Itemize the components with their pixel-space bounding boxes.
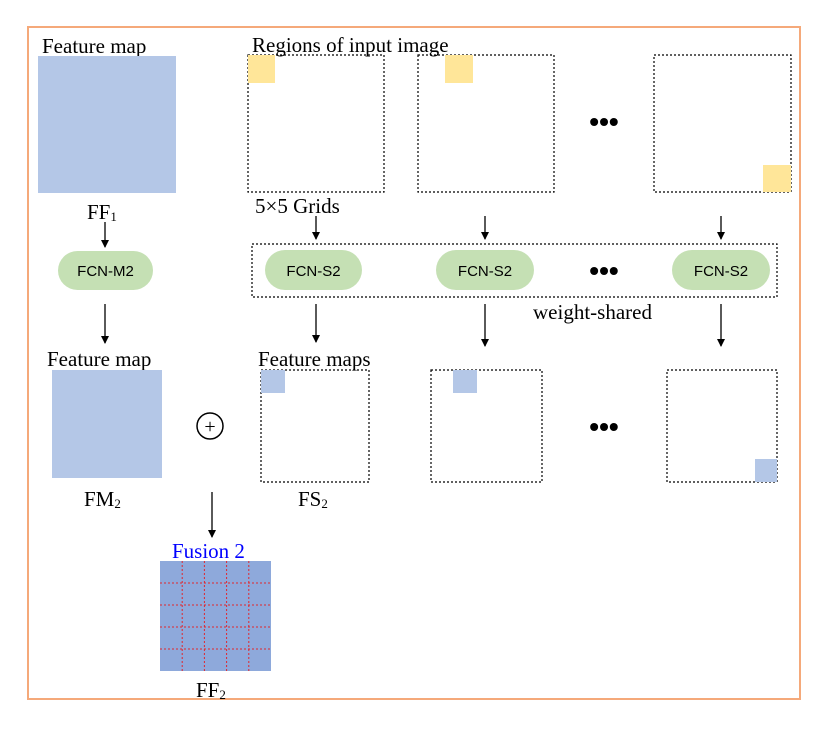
grids-label: 5×5 Grids [255, 194, 340, 218]
region-patch-3 [763, 165, 791, 192]
fs-patch-1 [261, 370, 285, 393]
weight-shared-box [251, 243, 778, 298]
fm2-sub: 2 [114, 496, 121, 511]
fcn-m2-node [58, 251, 153, 290]
fcn-s2-node-1 [265, 250, 362, 290]
outer-frame [27, 26, 801, 700]
weight-shared-label: weight-shared [533, 300, 652, 324]
fs2-sub: 2 [321, 496, 328, 511]
regions-title: Regions of input image [252, 33, 449, 57]
region-box-3 [653, 54, 792, 193]
fcn-s2-node-3 [672, 250, 770, 290]
fs-box-1 [260, 369, 370, 483]
ff1-label: FF1 [87, 200, 117, 224]
ff2-sub: 2 [219, 687, 226, 702]
region-box-2 [417, 54, 555, 193]
fcn-m2-label: FCN-M2 [77, 263, 134, 280]
feature-maps-label: Feature maps [258, 347, 371, 371]
fs2-label: FS2 [298, 487, 328, 511]
ff1-main: FF [87, 200, 110, 224]
fs-box-3 [666, 369, 778, 483]
region-patch-2 [445, 55, 473, 83]
ff1-sub: 1 [110, 209, 117, 224]
fcn-s2-label-2: FCN-S2 [458, 263, 512, 280]
ellipsis-fcn: ••• [589, 255, 618, 286]
fcn-s2-node-2 [436, 250, 534, 290]
fcn-s2-label-3: FCN-S2 [694, 263, 748, 280]
fs-box-2 [430, 369, 543, 483]
feature-map-top-label: Feature map [42, 34, 146, 58]
fusion-grid-lines [160, 561, 271, 671]
fm2-main: FM [84, 487, 115, 511]
ff2-main: FF [196, 678, 219, 702]
fcn-s2-label-1: FCN-S2 [286, 263, 340, 280]
region-patch-1 [248, 55, 275, 83]
ff2-label: FF2 [196, 678, 226, 702]
fm2-label: FM2 [84, 487, 121, 511]
fs2-main: FS [298, 487, 321, 511]
plus-symbol: + [204, 416, 215, 438]
region-box-1 [247, 54, 385, 193]
feature-map-fm2 [52, 370, 162, 478]
fusion-label: Fusion 2 [172, 539, 245, 563]
ellipsis-regions: ••• [589, 106, 618, 137]
feature-map-ff1 [38, 56, 176, 193]
fs-patch-3 [755, 459, 777, 482]
feature-map-mid-label: Feature map [47, 347, 151, 371]
fusion-ff2-map [160, 561, 271, 671]
fs-patch-2 [453, 370, 477, 393]
ellipsis-fs: ••• [589, 411, 618, 442]
plus-circle-icon [196, 412, 224, 440]
